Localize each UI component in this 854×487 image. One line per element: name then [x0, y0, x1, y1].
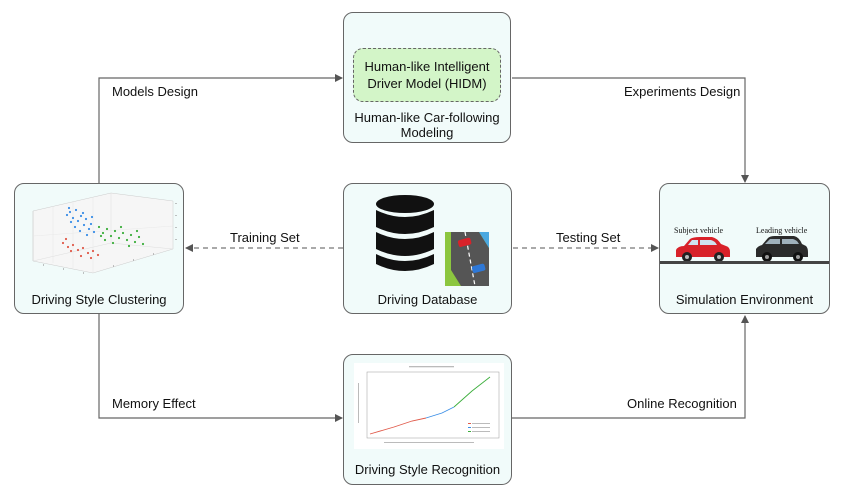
line-chart-thumbnail	[354, 363, 504, 449]
label-online-recognition: Online Recognition	[627, 396, 737, 411]
database-icon	[376, 195, 434, 271]
subject-vehicle-label: Subject vehicle	[674, 226, 724, 235]
arrow-online-recognition	[512, 315, 749, 419]
arrow-memory-effect	[98, 314, 343, 422]
box-clustering: Driving Style Clustering	[14, 183, 184, 314]
label-training-set: Training Set	[230, 230, 300, 245]
modeling-caption-line2: Modeling	[400, 125, 454, 140]
box-modeling: Human-like Intelligent Driver Model (HID…	[343, 12, 511, 143]
modeling-caption: Human-like Car-following Modeling	[344, 110, 510, 140]
road-icon	[445, 232, 489, 286]
recognition-caption: Driving Style Recognition	[354, 462, 501, 477]
box-database: Driving Database	[343, 183, 512, 314]
box-simulation: Subject vehicle Leading vehicle Simulati…	[659, 183, 830, 314]
leading-car-icon	[756, 236, 808, 262]
simulation-road-scene	[660, 236, 829, 264]
label-experiments-design: Experiments Design	[624, 84, 741, 99]
leading-vehicle-label: Leading vehicle	[756, 226, 808, 235]
hidm-line2: Driver Model (HIDM)	[367, 76, 487, 91]
label-memory-effect: Memory Effect	[112, 396, 196, 411]
box-recognition: Driving Style Recognition	[343, 354, 512, 485]
hidm-line1: Human-like Intelligent	[364, 59, 490, 74]
scatter-thumbnail	[32, 192, 177, 274]
label-testing-set: Testing Set	[556, 230, 621, 245]
hidm-box: Human-like Intelligent Driver Model (HID…	[353, 48, 501, 102]
label-models-design: Models Design	[112, 84, 198, 99]
clustering-caption: Driving Style Clustering	[31, 292, 167, 307]
modeling-caption-line1: Human-like Car-following	[354, 110, 500, 125]
arrow-experiments-design	[512, 77, 749, 183]
arrow-models-design	[98, 74, 343, 183]
subject-car-icon	[676, 237, 730, 262]
database-caption: Driving Database	[377, 292, 478, 307]
simulation-caption: Simulation Environment	[675, 292, 814, 307]
